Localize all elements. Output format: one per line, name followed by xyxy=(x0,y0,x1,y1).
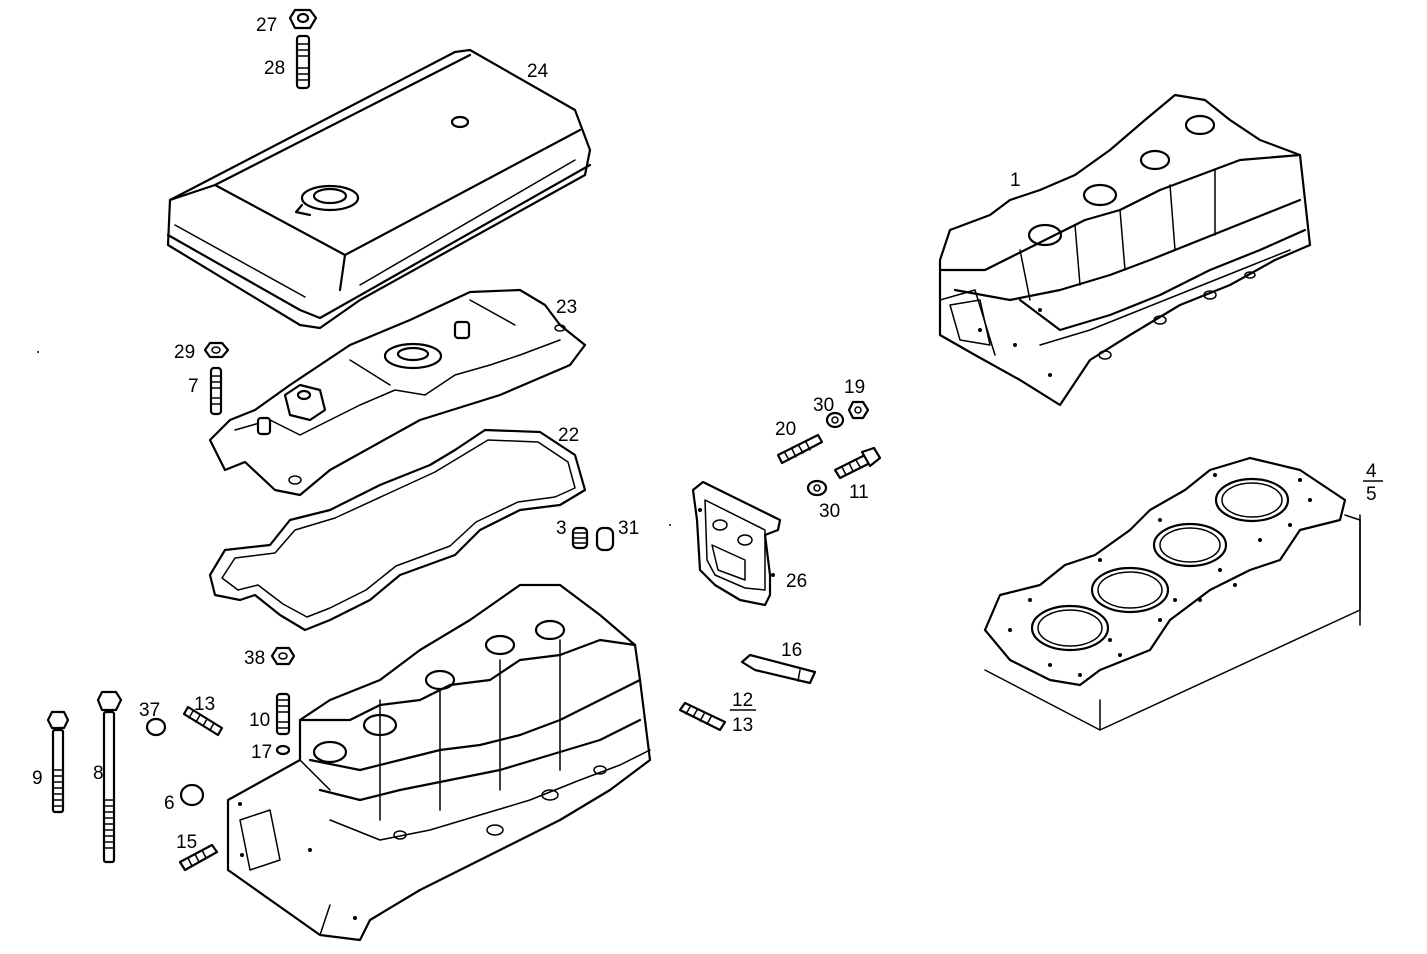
head-gasket-4-5 xyxy=(983,456,1361,731)
callout-24: 24 xyxy=(527,61,549,82)
nut-19 xyxy=(847,400,870,420)
bracket-26 xyxy=(691,480,782,607)
stud-7 xyxy=(209,366,223,416)
sealant-tube-16 xyxy=(740,653,817,685)
nut-27 xyxy=(288,8,318,30)
cap-37 xyxy=(145,717,167,737)
bolt-8 xyxy=(96,690,123,864)
stud-10 xyxy=(275,692,291,736)
callout-26: 26 xyxy=(786,571,807,592)
callout-22: 22 xyxy=(558,425,579,446)
bolt-9 xyxy=(46,710,70,814)
callout-17: 17 xyxy=(251,742,272,763)
valve-seal-3 xyxy=(571,526,589,550)
callout-37: 37 xyxy=(139,700,160,721)
callout-29: 29 xyxy=(174,342,195,363)
plug-6 xyxy=(179,783,205,807)
callout-30-lower: 30 xyxy=(819,501,840,522)
callout-12: 12 xyxy=(732,690,753,711)
nut-38 xyxy=(270,646,296,666)
cap-31 xyxy=(595,526,615,552)
callout-13-left: 13 xyxy=(194,694,215,715)
stud-28 xyxy=(295,34,311,90)
bolt-11 xyxy=(833,446,882,480)
callout-9: 9 xyxy=(32,768,43,789)
gasket-22 xyxy=(208,428,587,632)
stud-20 xyxy=(776,433,824,465)
callout-28: 28 xyxy=(264,58,285,79)
stud-12-13 xyxy=(678,701,727,732)
callout-3: 3 xyxy=(556,518,567,539)
callout-27: 27 xyxy=(256,15,277,36)
callout-5: 5 xyxy=(1366,484,1377,505)
callout-1: 1 xyxy=(1010,170,1021,191)
nut-29 xyxy=(203,341,230,359)
callout-7: 7 xyxy=(188,376,199,397)
callout-31: 31 xyxy=(618,518,639,539)
cylinder-head-main xyxy=(226,583,652,942)
washer-30-upper xyxy=(825,411,845,429)
callout-19: 19 xyxy=(844,377,865,398)
callout-13-right: 13 xyxy=(732,715,753,736)
callout-10: 10 xyxy=(249,710,270,731)
callout-11: 11 xyxy=(849,482,869,503)
callout-6: 6 xyxy=(164,793,175,814)
callout-30-upper: 30 xyxy=(813,395,834,416)
cylinder-head-1 xyxy=(938,93,1312,407)
baffle-23 xyxy=(208,288,587,497)
callout-16: 16 xyxy=(781,640,802,661)
callout-23: 23 xyxy=(556,297,577,318)
callout-15: 15 xyxy=(176,832,197,853)
stud-15 xyxy=(178,843,219,872)
washer-30-lower xyxy=(806,479,828,497)
callout-4: 4 xyxy=(1366,461,1377,482)
valve-cover-24 xyxy=(166,48,592,330)
callout-8: 8 xyxy=(93,763,104,784)
callout-20: 20 xyxy=(775,419,796,440)
stud-13 xyxy=(182,705,224,737)
callout-38: 38 xyxy=(244,648,265,669)
ring-17 xyxy=(275,744,291,756)
